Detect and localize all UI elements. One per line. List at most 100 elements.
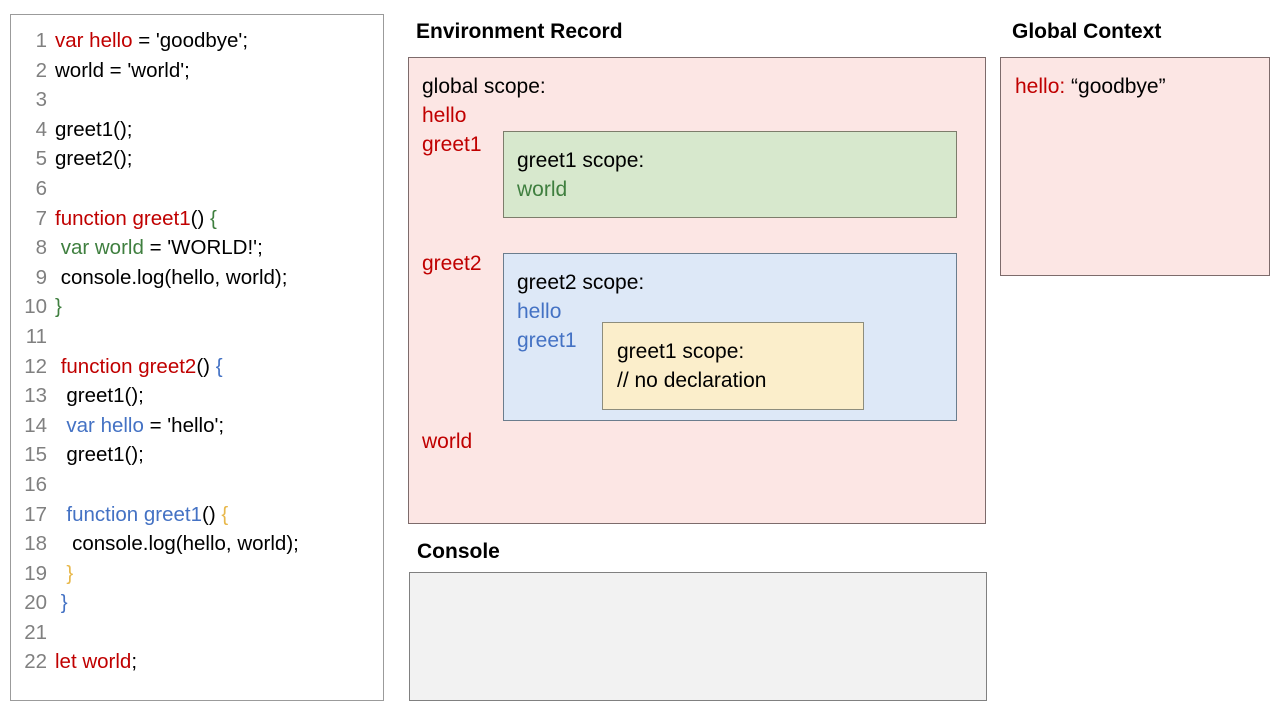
code-line-text: greet2(); (55, 147, 132, 171)
code-line-text: greet1(); (55, 443, 144, 467)
code-token: = 'goodbye'; (132, 29, 249, 52)
code-line[interactable]: 22 let world; (11, 650, 383, 680)
code-token: } (66, 561, 74, 585)
console-title: Console (417, 540, 500, 563)
line-number: 22 (24, 650, 47, 674)
line-number: 6 (35, 176, 47, 200)
greet1-nested-scope-box: greet1 scope: // no declaration (602, 322, 864, 410)
console-output-box[interactable] (409, 572, 987, 701)
code-token (55, 503, 66, 526)
code-token: () (190, 206, 210, 230)
code-line[interactable]: 9 console.log(hello, world); (11, 266, 383, 296)
code-token (55, 562, 66, 585)
code-line-text: function greet1() { (55, 207, 217, 231)
line-number: 13 (24, 384, 47, 408)
code-token: () (196, 354, 216, 378)
code-token: { (215, 354, 223, 378)
code-line-text: var world = 'WORLD!'; (55, 236, 263, 260)
code-line[interactable]: 19 } (11, 562, 383, 592)
line-number: 8 (35, 236, 47, 260)
code-token: world = 'world'; (55, 58, 190, 82)
global-context-entry-value: “goodbye” (1071, 75, 1166, 98)
greet1-binding-world: world (517, 178, 568, 201)
greet2-binding-hello: hello (517, 300, 562, 323)
line-number: 14 (24, 413, 47, 437)
code-token: } (60, 591, 68, 615)
greet2-scope-heading: greet2 scope: (517, 271, 645, 294)
code-token: { (209, 206, 217, 230)
line-number: 21 (24, 620, 47, 644)
code-line[interactable]: 1 var hello = 'goodbye'; (11, 29, 383, 59)
code-token: greet1(); (55, 443, 144, 467)
environment-record-title: Environment Record (416, 20, 623, 43)
code-token: let world (55, 650, 132, 674)
code-editor-panel[interactable]: 1 var hello = 'goodbye'; 2 world = 'world';… (10, 14, 384, 701)
code-line-text: } (55, 295, 62, 319)
code-line-list: 1 var hello = 'goodbye'; 2 world = 'world';… (11, 29, 383, 680)
line-number: 16 (24, 472, 47, 496)
code-line[interactable]: 11 (11, 325, 383, 355)
code-line[interactable]: 12 function greet2() { (11, 355, 383, 385)
line-number: 9 (35, 265, 47, 289)
global-binding-world: world (422, 430, 473, 453)
code-line-text: } (55, 562, 73, 586)
global-context-box: hello: “goodbye” (1000, 57, 1270, 276)
code-token: var hello (66, 413, 144, 437)
code-line[interactable]: 3 (11, 88, 383, 118)
code-line-text: let world; (55, 650, 137, 674)
greet1-nested-scope-note: // no declaration (617, 369, 767, 392)
code-line[interactable]: 4 greet1(); (11, 118, 383, 148)
code-token: function greet2 (60, 354, 197, 378)
code-token: var hello (55, 29, 133, 52)
greet1-scope-box: greet1 scope: world (503, 131, 957, 218)
code-line-text: console.log(hello, world); (55, 532, 299, 556)
code-line[interactable]: 15 greet1(); (11, 443, 383, 473)
code-line-text: greet1(); (55, 384, 144, 408)
code-line-text: greet1(); (55, 118, 132, 142)
line-number: 15 (24, 443, 47, 467)
line-number: 10 (24, 295, 47, 319)
code-token: () (202, 502, 222, 526)
line-number: 1 (35, 29, 47, 52)
line-number: 20 (24, 591, 47, 615)
code-token: var world (60, 236, 144, 260)
line-number: 12 (24, 354, 47, 378)
line-number: 4 (35, 117, 47, 141)
code-line-text: function greet2() { (55, 355, 223, 379)
code-line[interactable]: 7 function greet1() { (11, 207, 383, 237)
code-token (55, 414, 66, 437)
code-line-text: } (55, 591, 68, 615)
code-line-text: world = 'world'; (55, 59, 190, 83)
code-line[interactable]: 13 greet1(); (11, 384, 383, 414)
global-context-entry: hello: “goodbye” (1015, 75, 1166, 99)
line-number: 7 (35, 206, 47, 230)
code-line[interactable]: 17 function greet1() { (11, 503, 383, 533)
code-token: function greet1 (55, 206, 191, 230)
code-line[interactable]: 16 (11, 473, 383, 503)
global-binding-greet1: greet1 (422, 133, 482, 156)
line-number: 18 (24, 532, 47, 556)
global-scope-box: global scope: hello greet1 greet2 world … (408, 57, 986, 524)
line-number: 2 (35, 58, 47, 82)
global-context-entry-key: hello: (1015, 75, 1066, 98)
code-token: greet2(); (55, 147, 133, 171)
code-token: { (221, 502, 229, 526)
code-line[interactable]: 8 var world = 'WORLD!'; (11, 236, 383, 266)
code-line-text: function greet1() { (55, 503, 228, 527)
code-line[interactable]: 14 var hello = 'hello'; (11, 414, 383, 444)
code-line-text: console.log(hello, world); (55, 266, 288, 290)
greet1-nested-scope-heading: greet1 scope: (617, 340, 745, 363)
code-line[interactable]: 2 world = 'world'; (11, 59, 383, 89)
global-scope-heading: global scope: (422, 75, 546, 98)
line-number: 19 (24, 561, 47, 585)
code-line[interactable]: 20 } (11, 591, 383, 621)
code-line[interactable]: 21 (11, 621, 383, 651)
code-line[interactable]: 18 console.log(hello, world); (11, 532, 383, 562)
greet1-scope-heading: greet1 scope: (517, 149, 645, 172)
code-line[interactable]: 6 (11, 177, 383, 207)
code-token: ; (131, 650, 138, 674)
code-token: greet1(); (55, 384, 144, 408)
line-number: 17 (24, 502, 47, 526)
code-line[interactable]: 10} (11, 295, 383, 325)
